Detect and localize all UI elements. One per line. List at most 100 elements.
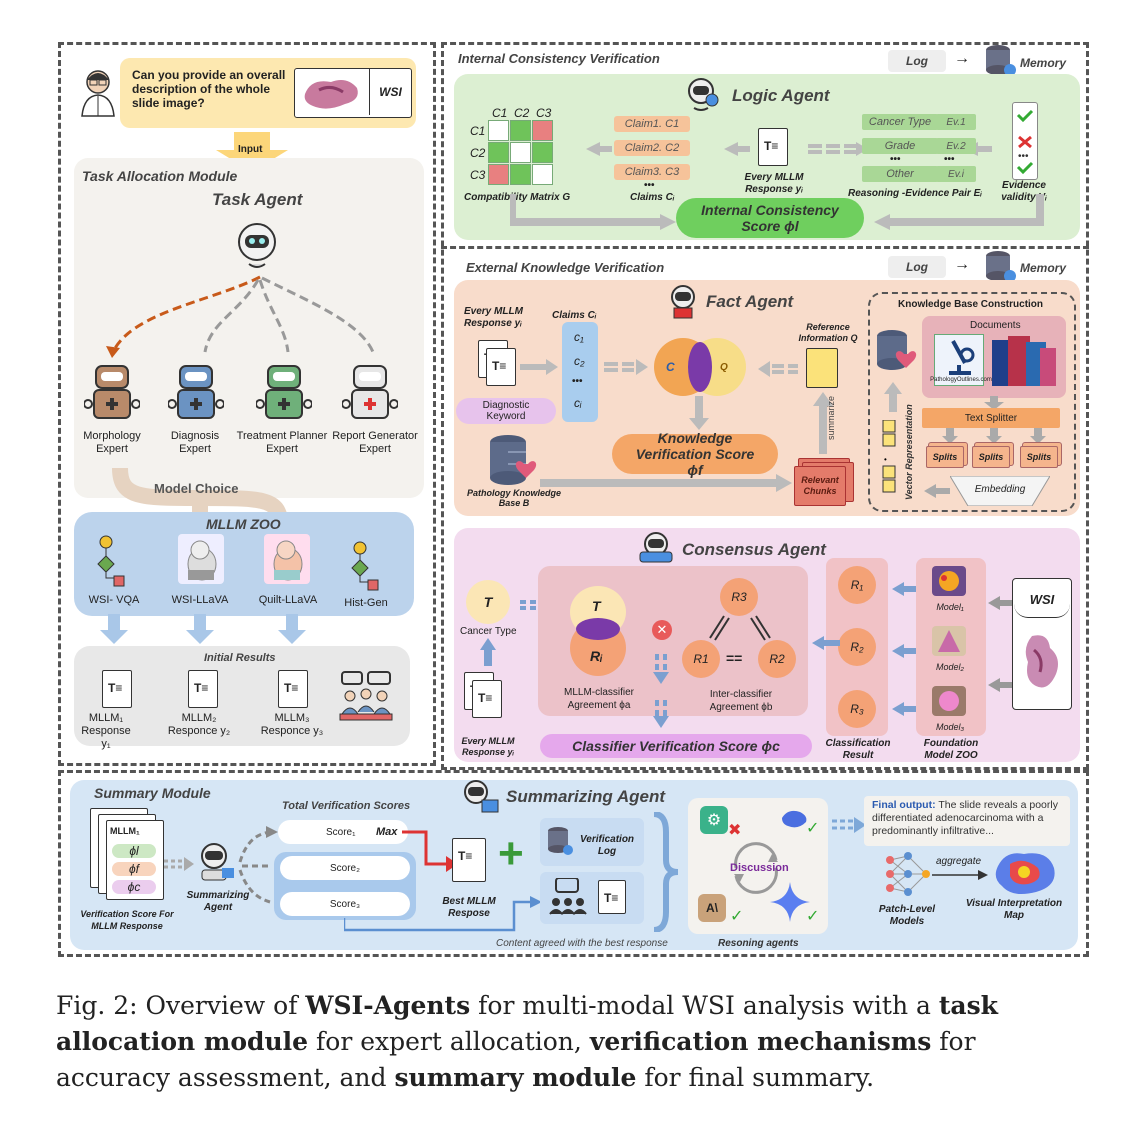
external-claim-1: c₁ bbox=[574, 330, 584, 344]
patch-models-caption: Patch-Level Models bbox=[878, 904, 936, 927]
external-response-caption: Every MLLM Response yᵢ bbox=[464, 306, 523, 329]
wsi-card-label: WSI bbox=[1014, 582, 1070, 618]
quilt-llava-icon bbox=[264, 534, 310, 584]
evidence-validity-icon: ••• bbox=[1012, 102, 1038, 180]
response-1-line2: Response y₁ bbox=[81, 725, 131, 750]
zoo-model-wsi-vqa: WSI- VQA bbox=[88, 594, 140, 606]
split-2: Splits bbox=[972, 446, 1010, 468]
doc-to-splitter-arrow bbox=[984, 396, 1004, 410]
wsi-vqa-flowchart-icon bbox=[96, 534, 126, 590]
model-1-icon bbox=[932, 566, 966, 596]
external-arrows-1 bbox=[520, 359, 648, 375]
matrix-cell bbox=[510, 142, 531, 163]
caption-text-1: for multi-modal WSI analysis with a bbox=[470, 991, 939, 1020]
heatmap-image bbox=[990, 846, 1060, 898]
stack-phi-l: ϕl bbox=[112, 844, 156, 858]
venn-q-label: Q bbox=[720, 362, 728, 373]
ri-circle-label: Rᵢ bbox=[590, 648, 603, 664]
pairs-dots-right: ••• bbox=[944, 154, 955, 165]
foundation-model-caption: Foundation Model ZOO bbox=[923, 738, 979, 761]
wsi-to-model-arrows bbox=[988, 596, 1014, 692]
score-2-pill: Score₂ bbox=[280, 856, 410, 880]
consensus-agent-robot-icon bbox=[638, 530, 674, 564]
initial-results-title: Initial Results bbox=[204, 652, 276, 664]
response-doc-1-icon bbox=[102, 670, 132, 708]
model-3-label: Model₃ bbox=[935, 722, 965, 732]
book-covers-icon bbox=[990, 334, 1058, 390]
classification-result-caption: Classification Result bbox=[825, 738, 891, 761]
expert-robot-diagnosis-icon bbox=[167, 360, 225, 424]
model-2-label: Model₂ bbox=[936, 662, 964, 672]
aggregate-arrow bbox=[932, 870, 988, 880]
pairs-caption: Reasoning -Evidence Pair Eᵢ bbox=[848, 188, 982, 199]
chatgpt-reject-icon: ✖ bbox=[728, 822, 742, 839]
wsi-tissue-image bbox=[1018, 628, 1068, 698]
claude-icon: A\ bbox=[698, 894, 726, 922]
pair-2-right: Ev.2 bbox=[936, 138, 976, 154]
external-claim-dots: ••• bbox=[572, 376, 583, 387]
consensus-agent-title: Consensus Agent bbox=[682, 540, 826, 559]
website-label: PathologyOutlines.com bbox=[930, 377, 992, 383]
external-memory-label: Memory bbox=[1020, 261, 1067, 275]
fact-agent-title: Fact Agent bbox=[706, 292, 794, 311]
external-arrows-3 bbox=[758, 361, 798, 377]
task-agent-arrows bbox=[106, 275, 375, 358]
summary-robot-icon bbox=[196, 842, 236, 884]
external-claims-list bbox=[562, 322, 598, 422]
summarizing-agent-title: Summarizing Agent bbox=[506, 787, 665, 806]
plus-sign: + bbox=[498, 829, 524, 878]
stack-to-robot-arrow bbox=[164, 857, 194, 871]
kb-up-arrow bbox=[884, 382, 902, 412]
wsi-thumbnail: WSI bbox=[294, 68, 412, 118]
external-claim-i: cᵢ bbox=[574, 396, 582, 410]
t-circle-label: T bbox=[592, 598, 601, 614]
response-doc-3-icon bbox=[278, 670, 308, 708]
t-ri-overlap bbox=[576, 618, 620, 640]
score-max-label: Max bbox=[376, 826, 398, 838]
summary-robot-caption: Summarizing Agent bbox=[186, 890, 250, 913]
svg-text:•: • bbox=[884, 455, 887, 464]
matrix-row-c2: C2 bbox=[470, 146, 486, 160]
zoo-model-hist-gen: Hist-Gen bbox=[344, 597, 388, 609]
response-doc-2-icon bbox=[188, 670, 218, 708]
kb-construction-db-icon bbox=[874, 330, 918, 378]
input-label: Input bbox=[238, 144, 263, 155]
pair-3-right: Ev.i bbox=[936, 166, 976, 182]
caption-bold-1: WSI-Agents bbox=[305, 991, 471, 1020]
matrix-cell bbox=[488, 164, 509, 185]
patch-network-icon bbox=[884, 852, 932, 896]
split-3: Splits bbox=[1020, 446, 1058, 468]
vector-column-icon: • bbox=[882, 419, 896, 502]
agreed-people-icon bbox=[546, 877, 590, 918]
validity-caption: Evidence validity Vᵢ bbox=[1001, 180, 1047, 203]
hist-gen-flowchart-icon bbox=[350, 540, 380, 592]
internal-response-doc-icon bbox=[758, 128, 788, 166]
internal-response-caption: Every MLLM Response yᵢ bbox=[744, 172, 804, 195]
documents-label: Documents bbox=[970, 320, 1021, 331]
embedding-trapezoid bbox=[949, 475, 1051, 507]
expert-robot-morphology-icon bbox=[83, 360, 141, 424]
summarize-arrow bbox=[813, 392, 833, 454]
robot-to-scores-arrows bbox=[238, 826, 278, 904]
reference-doc-icon bbox=[806, 348, 838, 388]
agreed-caption: Content agreed with the best response bbox=[496, 938, 668, 949]
input-arrow bbox=[212, 132, 292, 172]
reasoning-agents-caption: Resoning agents bbox=[718, 938, 799, 949]
pair-1-left: Cancer Type bbox=[862, 114, 938, 130]
zoo-down-arrows bbox=[100, 614, 306, 644]
embedding-arrow bbox=[924, 484, 950, 498]
task-agent-robot-icon bbox=[234, 220, 280, 272]
caption-text-4: for final summary. bbox=[636, 1063, 875, 1092]
kb-construction-title: Knowledge Base Construction bbox=[898, 299, 1044, 310]
kb-construction-frame bbox=[868, 292, 1076, 512]
wsi-label: WSI bbox=[369, 69, 411, 115]
claim-3: Claim3. C3 bbox=[614, 164, 690, 180]
zoo-model-quilt-llava: Quilt-LLaVA bbox=[258, 594, 318, 606]
diagnostic-keyword: Diagnostic Keyword bbox=[456, 398, 556, 424]
cancer-type-label: Cancer Type bbox=[460, 626, 517, 637]
splitter-arrows bbox=[942, 428, 1046, 444]
discussion-label: Discussion bbox=[730, 862, 789, 874]
